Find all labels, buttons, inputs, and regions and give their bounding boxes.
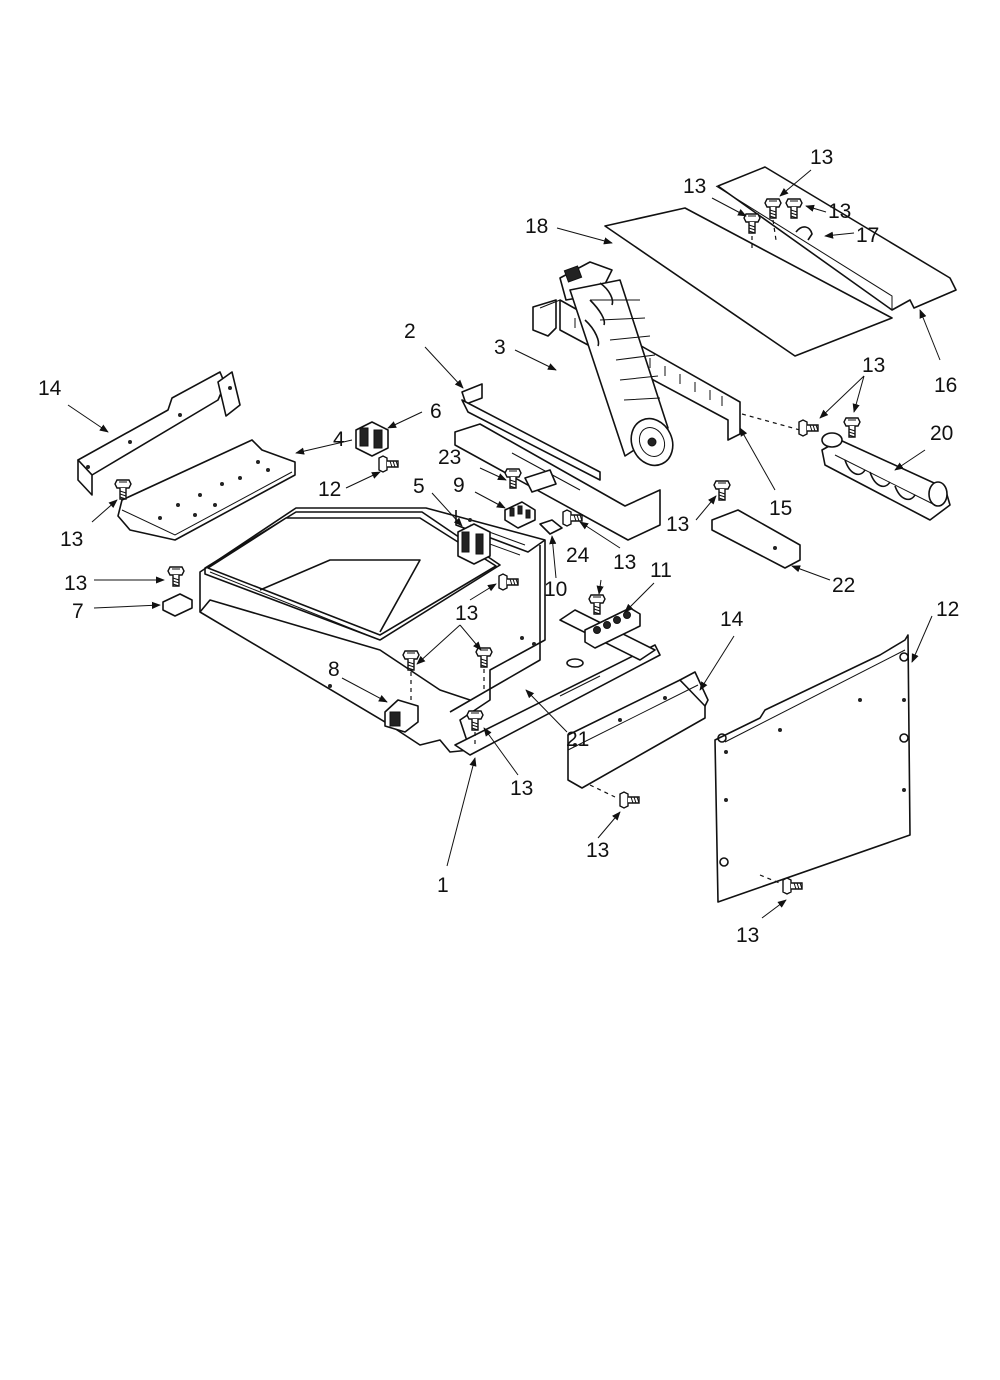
part-bracket-mid [524, 469, 557, 493]
callout-3: 3 [494, 336, 506, 359]
leader-lines [67, 169, 941, 919]
part-17-clip [795, 226, 813, 241]
screw-12 [378, 455, 399, 473]
callout-13: 13 [510, 777, 533, 800]
callout-24: 24 [566, 544, 590, 567]
screw-13-bracket14 [619, 791, 640, 809]
callout-12-left: 12 [318, 478, 341, 501]
part-7-clip [162, 593, 193, 617]
callout-13: 13 [683, 175, 706, 198]
screw-13-clip [167, 566, 185, 587]
callout-13: 13 [810, 146, 833, 169]
callout-13: 13 [666, 513, 689, 536]
callout-5: 5 [413, 475, 425, 498]
callout-13: 13 [862, 354, 885, 377]
callout-22: 22 [832, 574, 855, 597]
callout-6: 6 [430, 400, 442, 423]
callout-21: 21 [566, 728, 589, 751]
callout-23: 23 [438, 446, 461, 469]
callout-4: 4 [333, 428, 345, 451]
callout-17: 17 [856, 224, 879, 247]
callout-8: 8 [328, 658, 340, 681]
screw-13-manifold-a [798, 419, 819, 437]
callout-13: 13 [64, 572, 87, 595]
part-9-terminal [504, 501, 536, 529]
part-18-insulation [604, 207, 893, 357]
callout-13: 13 [60, 528, 83, 551]
part-12-side-panel [714, 634, 911, 903]
callout-18: 18 [525, 215, 548, 238]
callout-11: 11 [650, 559, 672, 582]
callout-9: 9 [453, 474, 465, 497]
callout-13: 13 [586, 839, 609, 862]
callout-labels: 1 2 3 4 5 6 7 8 9 10 11 12 12 14 14 15 1… [38, 146, 959, 947]
callout-20: 20 [930, 422, 953, 445]
part-22-bracket [711, 509, 801, 569]
screw-24 [588, 594, 606, 615]
part-14-right-bracket [567, 671, 709, 789]
part-10-fuse [539, 519, 563, 535]
part-20-manifold [821, 432, 951, 521]
callout-12-right: 12 [936, 598, 959, 621]
callout-7: 7 [72, 600, 84, 623]
part-3-blower-fan [559, 261, 674, 467]
part-1-main-frame [199, 507, 546, 753]
callout-2: 2 [404, 320, 416, 343]
part-5-switch [457, 523, 491, 565]
screw-13-manifold-b [843, 417, 861, 438]
callout-10: 10 [544, 578, 567, 601]
callout-14-left: 14 [38, 377, 62, 400]
part-4-base-plate [117, 439, 296, 541]
callout-13: 13 [736, 924, 759, 947]
part-14-left-bracket [77, 371, 241, 496]
dash-line [759, 874, 783, 885]
callout-13: 13 [613, 551, 636, 574]
screw-13-panel [782, 877, 803, 895]
screw-13-rail [466, 710, 484, 731]
part-8-connector [384, 699, 419, 733]
callout-15: 15 [769, 497, 792, 520]
screw-13-bracket22 [713, 480, 731, 501]
part-6-switch [355, 421, 389, 457]
callout-1: 1 [437, 874, 449, 897]
screw-13-top-a [743, 213, 761, 234]
callout-16: 16 [934, 374, 957, 397]
dash-line [589, 784, 616, 798]
dash-line [772, 219, 777, 241]
callout-13: 13 [455, 602, 478, 625]
callout-13: 13 [828, 200, 851, 223]
part-2-channel [454, 383, 661, 541]
callout-14-right: 14 [720, 608, 744, 631]
